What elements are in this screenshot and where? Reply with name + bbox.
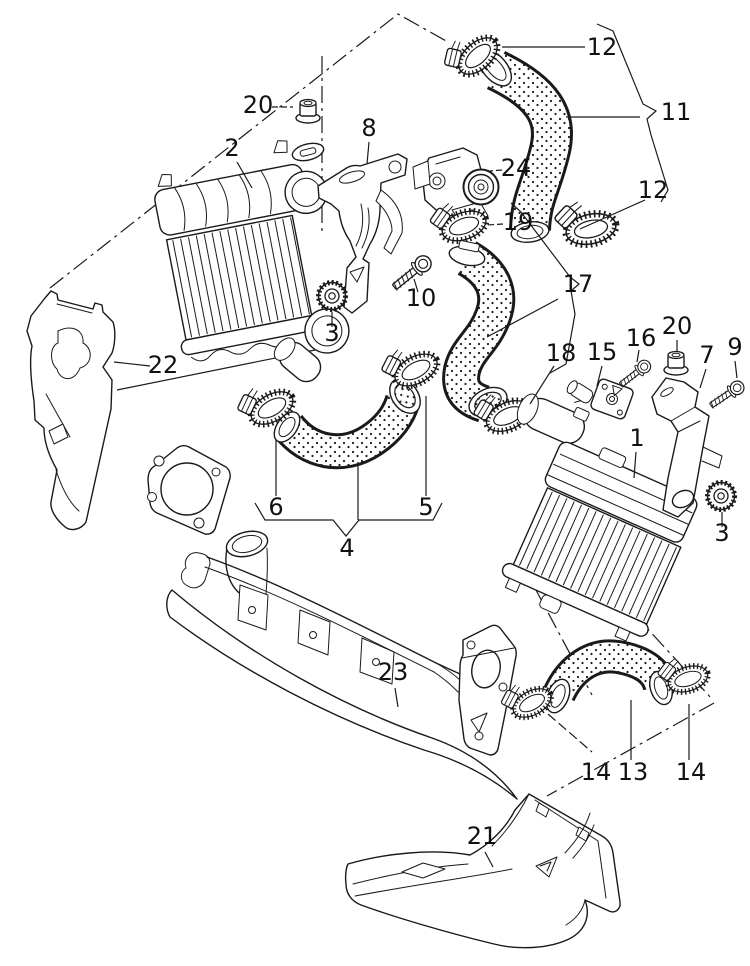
callout-20-right: 20 (662, 312, 693, 340)
callout-6: 6 (268, 493, 283, 521)
callout-2: 2 (224, 134, 239, 162)
callout-17: 17 (563, 270, 594, 298)
cap-nut-top (295, 98, 321, 124)
callout-9: 9 (727, 333, 742, 361)
callout-14-right: 14 (676, 758, 707, 786)
cap-nut-right (663, 350, 689, 376)
charge-air-cooler-left (154, 140, 350, 362)
hose-upper (477, 49, 573, 243)
air-duct (344, 793, 621, 949)
air-guide (26, 290, 116, 531)
hose-center (273, 378, 421, 470)
crossmember (147, 445, 518, 800)
callout-13: 13 (618, 758, 649, 786)
callout-5: 5 (418, 493, 433, 521)
charge-air-cooler-right (501, 393, 698, 642)
gasket-plate-upper (147, 445, 231, 535)
hose-lower (543, 639, 677, 714)
callout-22: 22 (148, 351, 179, 379)
callout-4: 4 (339, 534, 354, 562)
callout-19: 19 (503, 208, 534, 236)
callout-1: 1 (629, 424, 644, 452)
slotted-plate (291, 142, 325, 162)
callout-20-top: 20 (243, 91, 274, 119)
bracket-center (317, 153, 408, 314)
callout-18: 18 (546, 339, 577, 367)
callout-24: 24 (501, 154, 532, 182)
hose-middle (442, 240, 516, 423)
callout-7: 7 (699, 341, 714, 369)
callout-10: 10 (406, 284, 437, 312)
callout-11: 11 (661, 98, 692, 126)
callout-15: 15 (587, 338, 618, 366)
callout-16: 16 (626, 324, 657, 352)
callout-3-right: 3 (714, 519, 729, 547)
callout-14-left: 14 (581, 758, 612, 786)
sensor-stub (566, 378, 634, 420)
throttle-valve-unit (412, 147, 500, 227)
grommet-right (708, 483, 735, 510)
hose-clamp-12-bottom (550, 190, 618, 250)
callout-12-low: 12 (638, 176, 669, 204)
callout-21: 21 (467, 822, 498, 850)
bolt-9 (706, 377, 748, 412)
bracket-right (651, 377, 723, 518)
grommet-left (319, 283, 346, 310)
callout-labels: 20 2 8 24 12 11 12 19 17 10 3 22 18 15 1… (148, 33, 743, 850)
callout-23: 23 (378, 658, 409, 686)
leader-lines (113, 23, 738, 868)
callout-8: 8 (361, 114, 376, 142)
cooler-left-outlet-stub (273, 337, 322, 383)
callout-12-top: 12 (587, 33, 618, 61)
bolt-16 (616, 357, 654, 391)
callout-3-left: 3 (324, 319, 339, 347)
gasket-plate-lower (458, 624, 517, 756)
